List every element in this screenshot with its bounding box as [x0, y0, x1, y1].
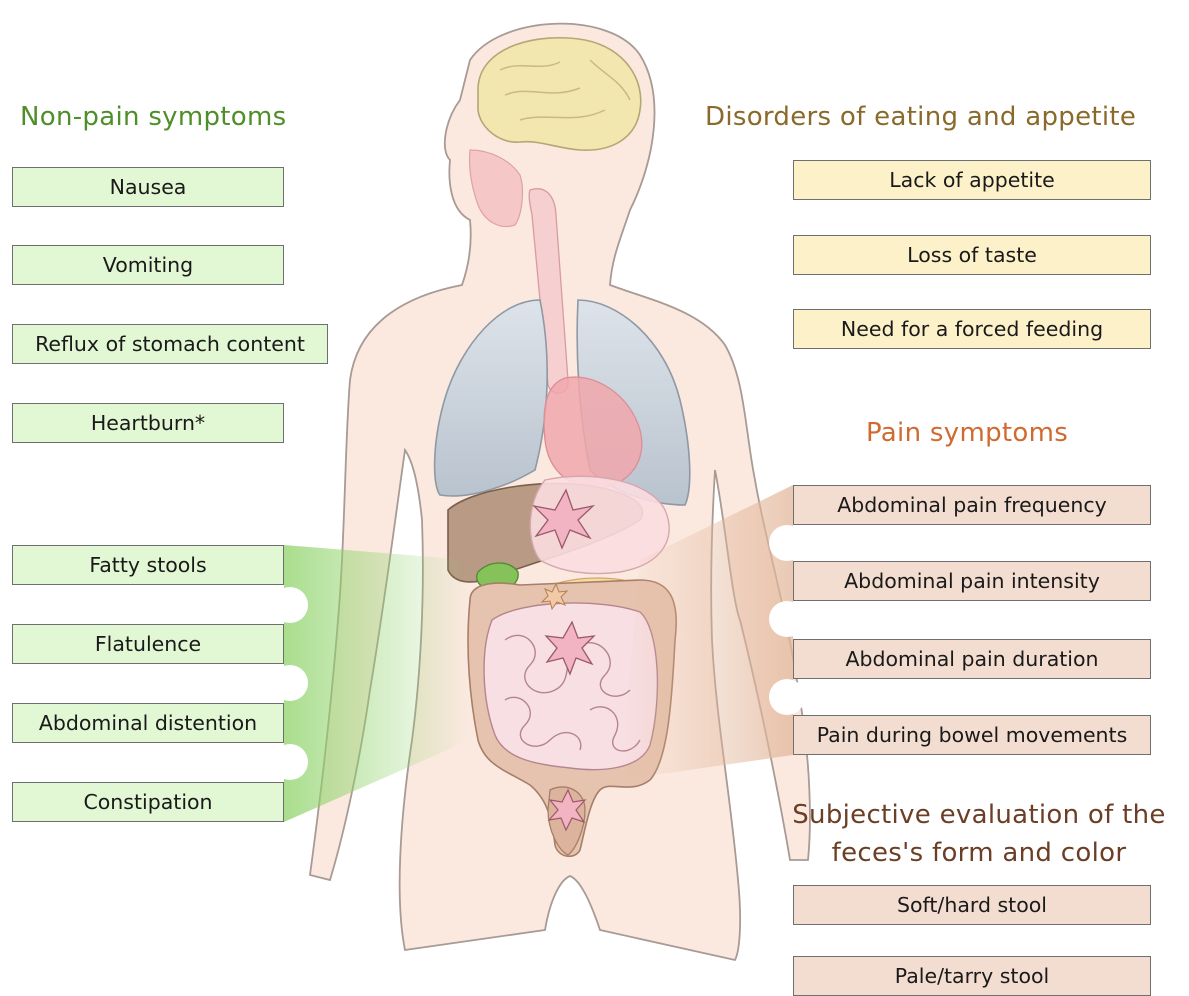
feces-box-soft-hard: Soft/hard stool — [793, 885, 1151, 925]
symptom-box-flatulence: Flatulence — [12, 624, 284, 664]
symptom-box-reflux: Reflux of stomach content — [12, 324, 328, 364]
symptom-box-constipation: Constipation — [12, 782, 284, 822]
heading-feces-evaluation: Subjective evaluation of the feces's for… — [780, 796, 1178, 872]
heading-feces-line2: feces's form and color — [832, 838, 1127, 868]
symptom-box-nausea: Nausea — [12, 167, 284, 207]
eating-box-forced-feeding: Need for a forced feeding — [793, 309, 1151, 349]
eating-box-loss-of-taste: Loss of taste — [793, 235, 1151, 275]
brain-shape — [478, 38, 641, 150]
symptom-box-vomiting: Vomiting — [12, 245, 284, 285]
pain-box-intensity: Abdominal pain intensity — [793, 561, 1151, 601]
symptom-box-fatty-stools: Fatty stools — [12, 545, 284, 585]
heading-feces-line1: Subjective evaluation of the — [792, 800, 1165, 830]
heading-eating-disorders: Disorders of eating and appetite — [705, 102, 1136, 132]
pain-box-bowel-movements: Pain during bowel movements — [793, 715, 1151, 755]
eating-box-lack-of-appetite: Lack of appetite — [793, 160, 1151, 200]
heading-pain-symptoms: Pain symptoms — [866, 418, 1068, 448]
symptom-box-heartburn: Heartburn* — [12, 403, 284, 443]
pain-box-frequency: Abdominal pain frequency — [793, 485, 1151, 525]
heading-non-pain-symptoms: Non-pain symptoms — [20, 102, 286, 132]
symptom-box-abdominal-distention: Abdominal distention — [12, 703, 284, 743]
feces-box-pale-tarry: Pale/tarry stool — [793, 956, 1151, 996]
pain-box-duration: Abdominal pain duration — [793, 639, 1151, 679]
